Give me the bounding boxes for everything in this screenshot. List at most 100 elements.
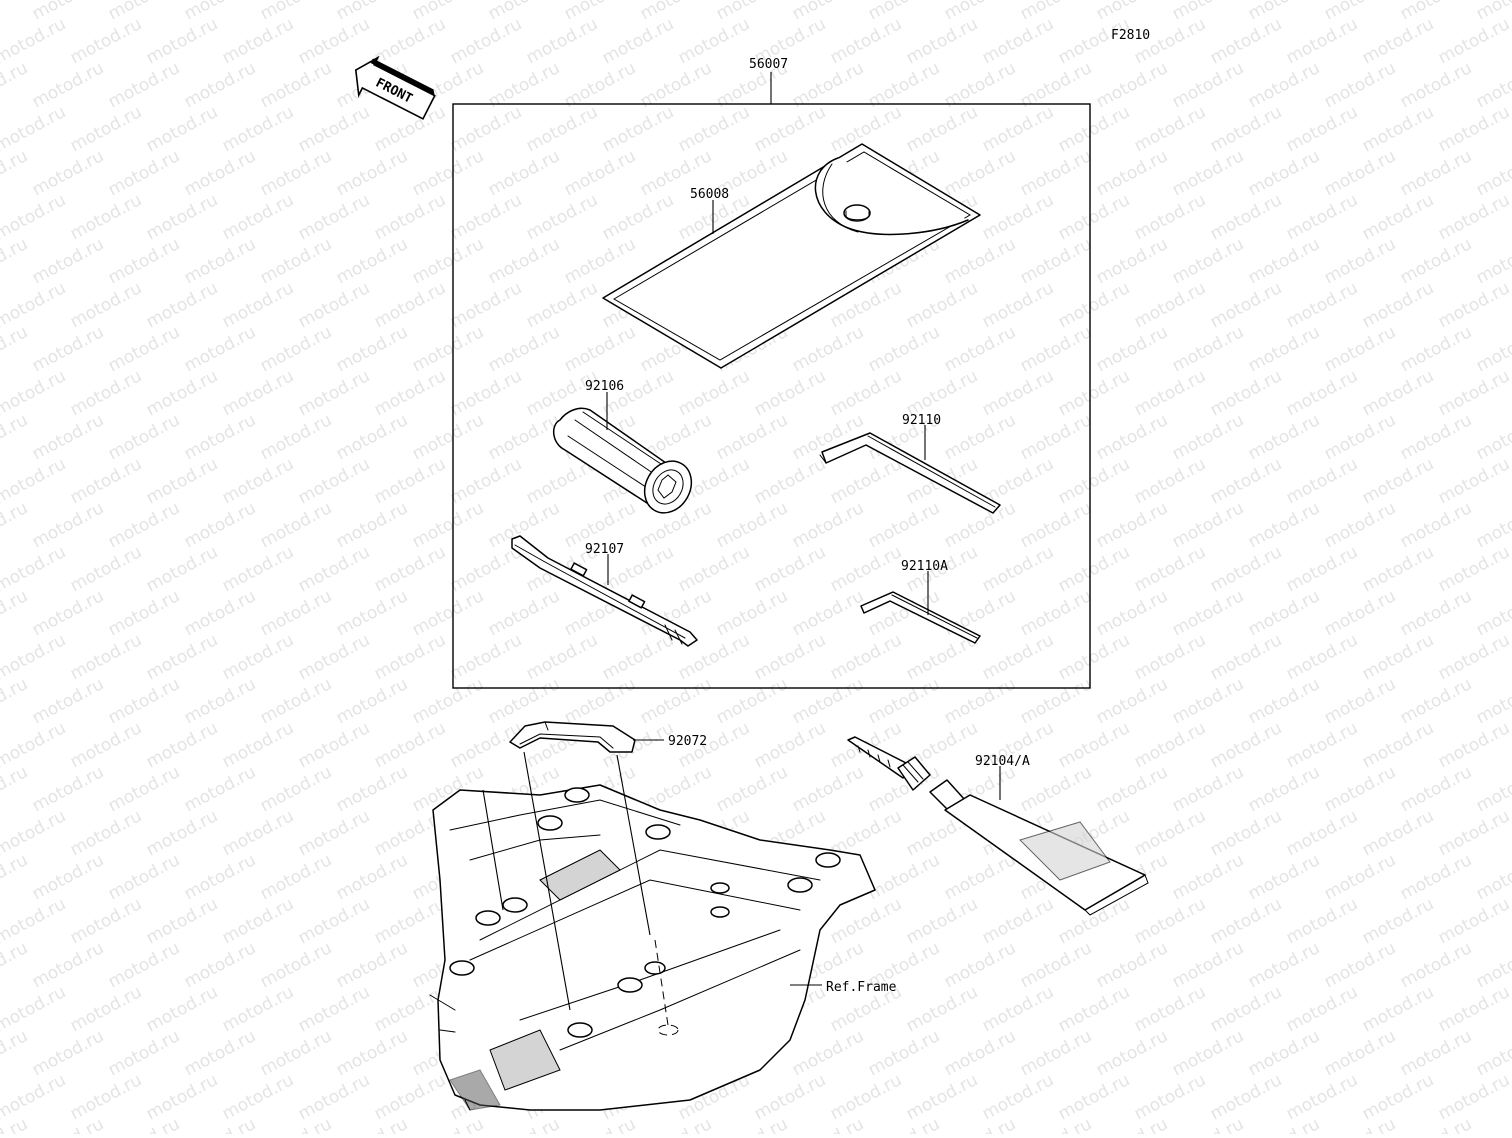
watermark-text: motod.ru (219, 806, 297, 860)
watermark-text: motod.ru (1435, 982, 1512, 1036)
watermark-text: motod.ru (295, 630, 373, 684)
watermark-text: motod.ru (751, 102, 829, 156)
watermark-text: motod.ru (181, 322, 259, 376)
watermark-text: motod.ru (1473, 146, 1512, 200)
watermark-text: motod.ru (1207, 894, 1285, 948)
watermark-text: motod.ru (143, 14, 221, 68)
watermark-text: motod.ru (827, 14, 905, 68)
watermark-text: motod.ru (1093, 498, 1171, 552)
watermark-text: motod.ru (523, 278, 601, 332)
watermark-text: motod.ru (1321, 0, 1399, 24)
watermark-text: motod.ru (1283, 630, 1361, 684)
watermark-text: motod.ru (295, 366, 373, 420)
watermark-text: motod.ru (523, 14, 601, 68)
watermark-text: motod.ru (523, 102, 601, 156)
watermark-text: motod.ru (827, 542, 905, 596)
watermark-text: motod.ru (1435, 14, 1512, 68)
watermark-text: motod.ru (1397, 762, 1475, 816)
watermark-text: motod.ru (0, 850, 31, 904)
watermark-text: motod.ru (1093, 586, 1171, 640)
watermark-text: motod.ru (1473, 674, 1512, 728)
figure-code: F2810 (1111, 28, 1150, 43)
watermark-text: motod.ru (181, 234, 259, 288)
watermark-text: motod.ru (105, 850, 183, 904)
watermark-text: motod.ru (903, 982, 981, 1036)
watermark-text: motod.ru (1169, 146, 1247, 200)
watermark-text: motod.ru (1321, 586, 1399, 640)
watermark-text: motod.ru (181, 1114, 259, 1134)
watermark-text: motod.ru (1473, 410, 1512, 464)
reference-frame (429, 784, 876, 1111)
watermark-text: motod.ru (979, 982, 1057, 1036)
watermark-text: motod.ru (1321, 498, 1399, 552)
callout-92072: 92072 (668, 734, 707, 749)
watermark-text: motod.ru (181, 674, 259, 728)
watermark-text: motod.ru (1131, 102, 1209, 156)
watermark-text: motod.ru (1283, 366, 1361, 420)
watermark-text: motod.ru (105, 410, 183, 464)
watermark-text: motod.ru (1169, 234, 1247, 288)
watermark-text: motod.ru (1283, 278, 1361, 332)
watermark-text: motod.ru (105, 674, 183, 728)
watermark-text: motod.ru (865, 850, 943, 904)
grease-tube (847, 736, 1149, 916)
watermark-text: motod.ru (0, 234, 31, 288)
watermark-text: motod.ru (1169, 938, 1247, 992)
watermark-text: motod.ru (1093, 1114, 1171, 1134)
watermark-text: motod.ru (105, 1114, 183, 1134)
watermark-text: motod.ru (1169, 498, 1247, 552)
watermark-text: motod.ru (29, 674, 107, 728)
watermark-text: motod.ru (1321, 322, 1399, 376)
watermark-text: motod.ru (1131, 190, 1209, 244)
watermark-text: motod.ru (181, 498, 259, 552)
watermark-text: motod.ru (1131, 542, 1209, 596)
watermark-text: motod.ru (333, 762, 411, 816)
watermark-text: motod.ru (1131, 894, 1209, 948)
watermark-text: motod.ru (333, 234, 411, 288)
watermark-text: motod.ru (1283, 718, 1361, 772)
watermark-text: motod.ru (409, 146, 487, 200)
watermark-text: motod.ru (105, 586, 183, 640)
watermark-text: motod.ru (0, 0, 31, 24)
watermark-text: motod.ru (1321, 938, 1399, 992)
watermark-text: motod.ru (1245, 850, 1323, 904)
watermark-text: motod.ru (105, 1026, 183, 1080)
watermark-text: motod.ru (1017, 234, 1095, 288)
watermark-text: motod.ru (181, 586, 259, 640)
watermark-text: motod.ru (105, 234, 183, 288)
watermark-text: motod.ru (485, 586, 563, 640)
watermark-text: motod.ru (485, 234, 563, 288)
watermark-text: motod.ru (67, 102, 145, 156)
watermark-text: motod.ru (257, 410, 335, 464)
watermark-text: motod.ru (295, 718, 373, 772)
watermark-text: motod.ru (1055, 982, 1133, 1036)
watermark-text: motod.ru (1397, 322, 1475, 376)
watermark-text: motod.ru (1359, 718, 1437, 772)
watermark-text: motod.ru (979, 542, 1057, 596)
watermark-text: motod.ru (1093, 146, 1171, 200)
watermark-text: motod.ru (1131, 718, 1209, 772)
watermark-text: motod.ru (1169, 58, 1247, 112)
watermark-text: motod.ru (29, 1114, 107, 1134)
watermark-text: motod.ru (0, 146, 31, 200)
watermark-text: motod.ru (409, 0, 487, 24)
watermark-text: motod.ru (67, 982, 145, 1036)
watermark-text: motod.ru (827, 366, 905, 420)
watermark-text: motod.ru (1359, 1070, 1437, 1124)
watermark-text: motod.ru (409, 234, 487, 288)
watermark-text: motod.ru (371, 14, 449, 68)
watermark-text: motod.ru (941, 322, 1019, 376)
watermark-text: motod.ru (1397, 234, 1475, 288)
watermark-text: motod.ru (1169, 586, 1247, 640)
watermark-text: motod.ru (1245, 322, 1323, 376)
watermark-text: motod.ru (1245, 762, 1323, 816)
watermark-text: motod.ru (1397, 410, 1475, 464)
watermark-text: motod.ru (219, 894, 297, 948)
watermark-text: motod.ru (219, 718, 297, 772)
watermark-text: motod.ru (1245, 234, 1323, 288)
watermark-text: motod.ru (1131, 1070, 1209, 1124)
watermark-text: motod.ru (903, 894, 981, 948)
watermark-text: motod.ru (1169, 1026, 1247, 1080)
watermark-text: motod.ru (1435, 278, 1512, 332)
watermark-text: motod.ru (1055, 454, 1133, 508)
